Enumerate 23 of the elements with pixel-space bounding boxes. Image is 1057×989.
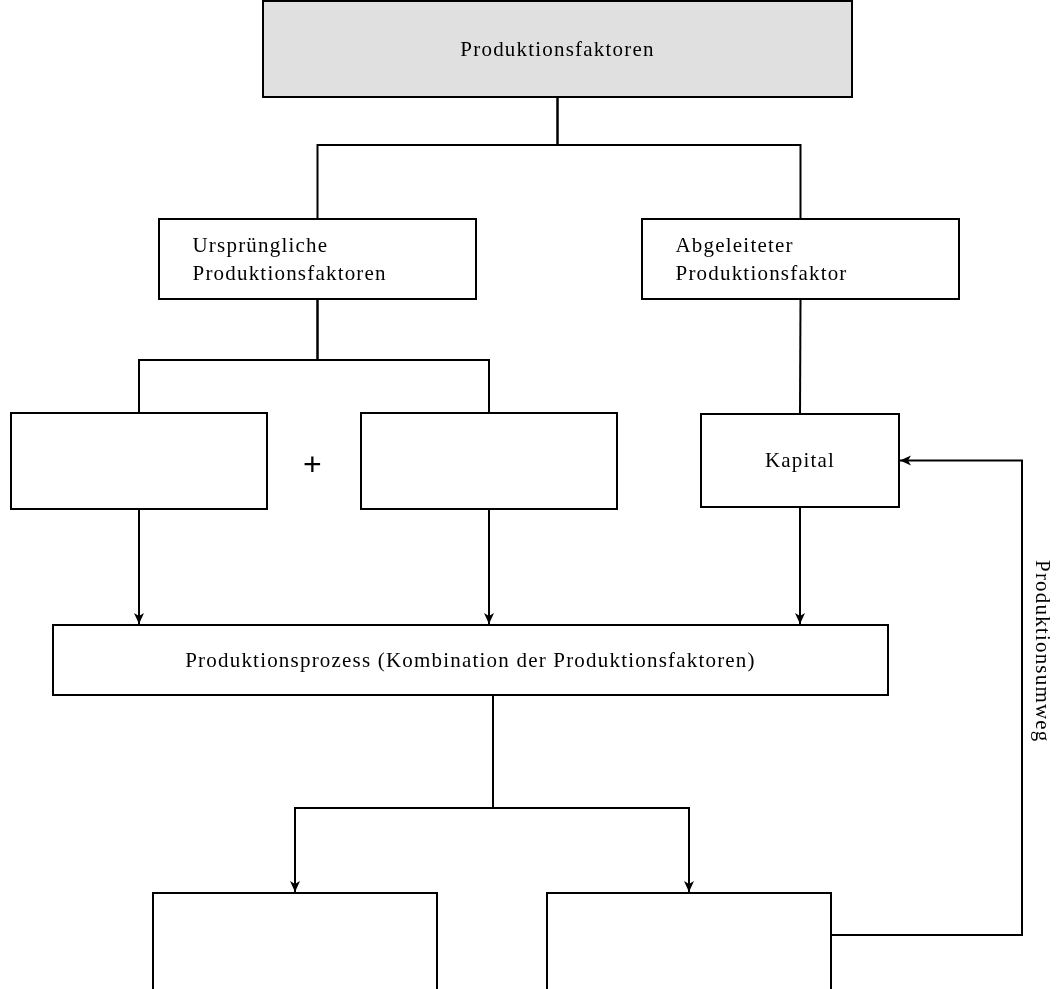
box-text: Ursprüngliche Produktionsfaktoren	[192, 231, 388, 287]
arrow	[134, 509, 144, 625]
process-box	[641, 218, 960, 300]
box-text: Abgeleiteter Produktionsfaktor	[675, 231, 849, 287]
box-text: Produktionsprozess (Kombination der Produktionsfaktoren)	[185, 646, 756, 674]
arrow	[484, 509, 494, 625]
process-box	[700, 413, 900, 508]
rectangle-box	[10, 412, 268, 510]
connector-line	[316, 299, 490, 413]
arrow	[795, 507, 805, 625]
process-box	[52, 624, 889, 696]
box-text: Produktionsfaktoren	[460, 35, 655, 63]
rectangle-box	[360, 412, 618, 510]
box-text: Kapital	[764, 447, 836, 475]
connector-line	[799, 299, 802, 414]
connector-line	[556, 97, 802, 219]
rectangle-box	[152, 892, 438, 989]
process-box	[262, 0, 853, 98]
rectangle-box	[546, 892, 832, 989]
arrow	[831, 455, 1023, 936]
plus-sign: +	[303, 448, 323, 480]
process-box	[158, 218, 477, 300]
edge-label: Produktionsumweg	[1030, 560, 1055, 743]
